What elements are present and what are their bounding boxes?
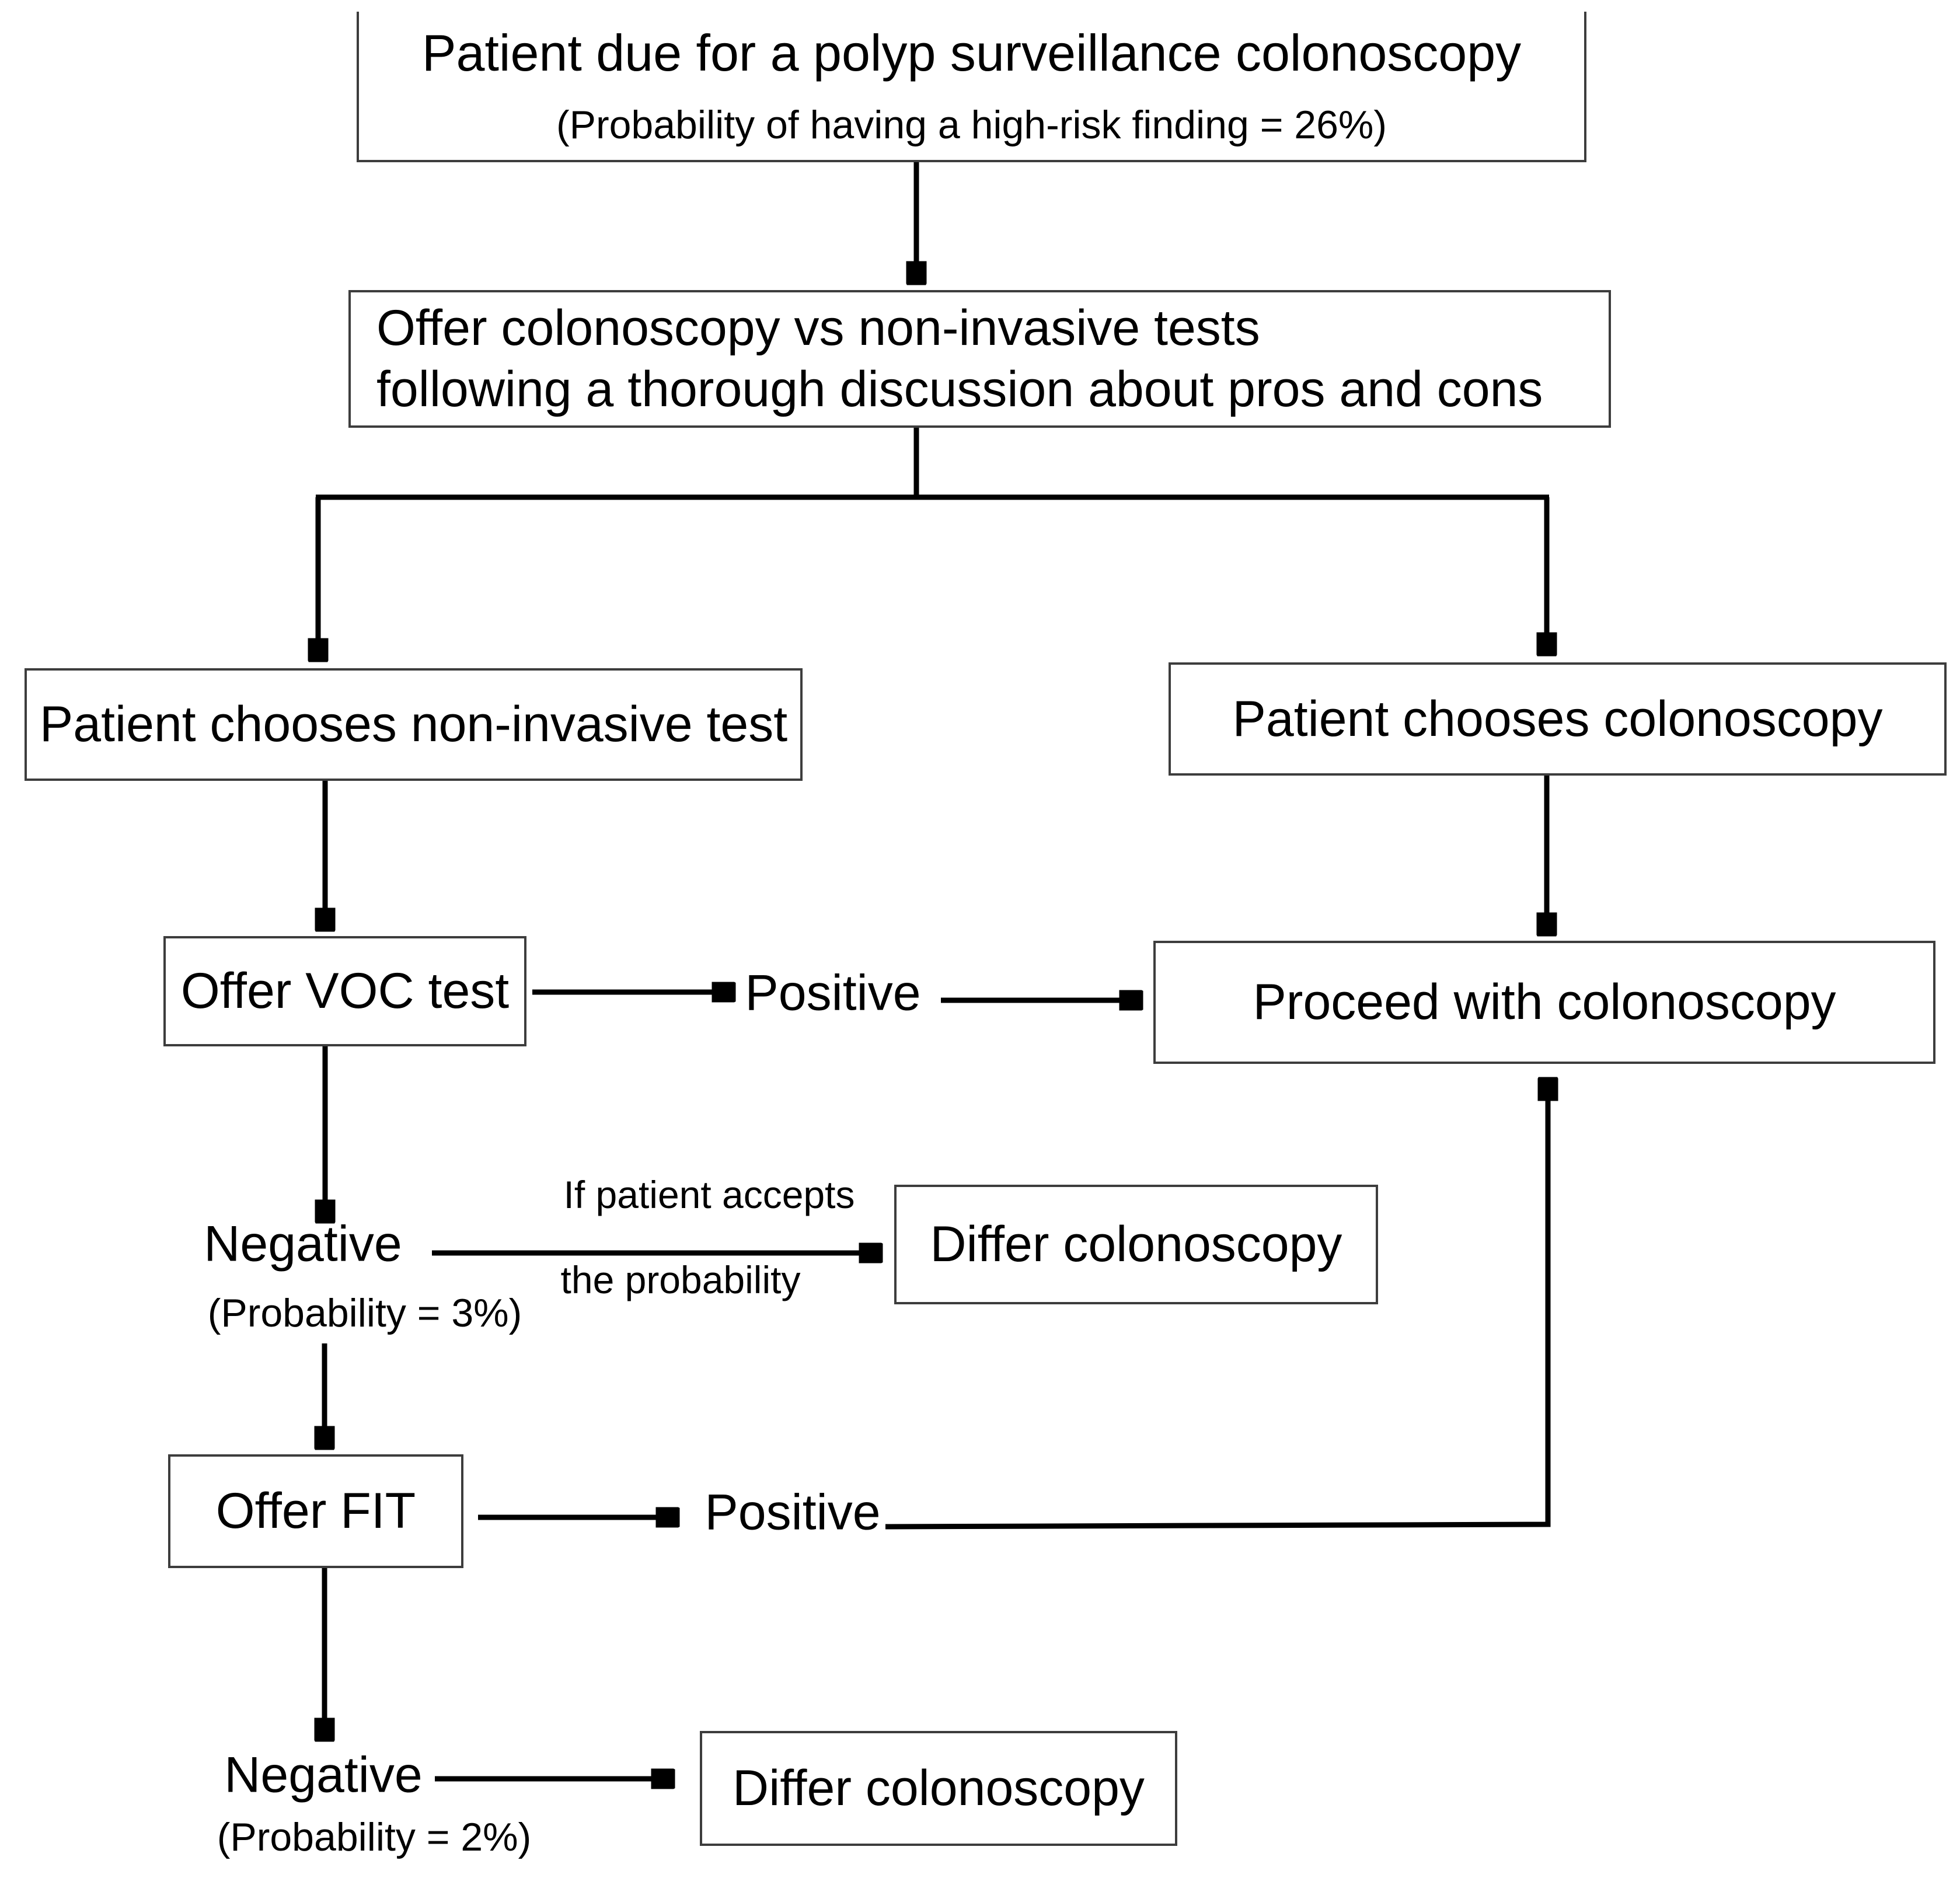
label-accept-condition-line1: If patient accepts <box>563 1173 855 1216</box>
node-differ-colonoscopy-fit-label: Differ colonoscopy <box>733 1760 1145 1817</box>
node-offer-fit: Offer FIT <box>168 1454 463 1568</box>
label-voc-negative-probability: (Probability = 3%) <box>207 1291 522 1335</box>
node-differ-colonoscopy-voc-label: Differ colonoscopy <box>930 1216 1342 1273</box>
node-chooses-noninvasive-label: Patient chooses non-invasive test <box>39 696 788 753</box>
label-fit-negative-probability: (Probability = 2%) <box>217 1815 532 1859</box>
arrow-fit-positive-to-proceed <box>885 1081 1548 1530</box>
node-offer-tests-line1: Offer colonoscopy vs non-invasive tests <box>376 300 1260 357</box>
label-fit-positive: Positive <box>705 1484 881 1541</box>
node-chooses-colonoscopy: Patient chooses colonoscopy <box>1169 662 1947 776</box>
node-chooses-noninvasive: Patient chooses non-invasive test <box>25 668 803 781</box>
label-accept-condition-line2: the probability <box>560 1258 801 1301</box>
node-offer-fit-label: Offer FIT <box>215 1483 416 1540</box>
node-start-probability: (Probability of having a high-risk findi… <box>556 102 1387 147</box>
node-differ-colonoscopy-voc: Differ colonoscopy <box>894 1185 1378 1304</box>
node-differ-colonoscopy-fit: Differ colonoscopy <box>700 1731 1177 1846</box>
node-offer-voc: Offer VOC test <box>163 936 526 1046</box>
label-fit-negative: Negative <box>224 1747 423 1803</box>
node-offer-tests-line2: following a thorough discussion about pr… <box>376 361 1543 417</box>
node-offer-tests: Offer colonoscopy vs non-invasive tests … <box>348 290 1611 428</box>
label-voc-negative: Negative <box>204 1216 402 1272</box>
node-start-title: Patient due for a polyp surveillance col… <box>421 23 1522 82</box>
node-offer-voc-label: Offer VOC test <box>180 963 510 1020</box>
label-voc-positive: Positive <box>745 965 921 1021</box>
connector-offer-split <box>316 428 1549 500</box>
node-proceed-colonoscopy: Proceed with colonoscopy <box>1153 941 1935 1064</box>
node-start: Patient due for a polyp surveillance col… <box>357 12 1586 162</box>
node-proceed-colonoscopy-label: Proceed with colonoscopy <box>1253 974 1836 1031</box>
node-chooses-colonoscopy-label: Patient chooses colonoscopy <box>1232 690 1883 747</box>
